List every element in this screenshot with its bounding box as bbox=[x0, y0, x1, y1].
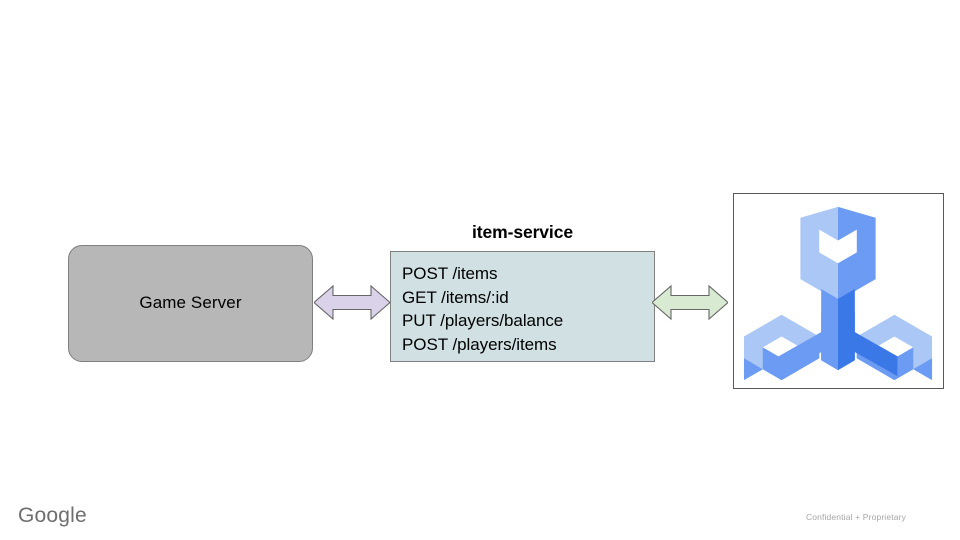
item-service-node[interactable]: POST /items GET /items/:id PUT /players/… bbox=[390, 251, 655, 362]
endpoint-row: POST /players/items bbox=[402, 334, 557, 354]
item-service-title: item-service bbox=[472, 222, 573, 242]
double-headed-arrow-icon bbox=[314, 284, 390, 321]
confidential-proprietary-note: Confidential + Proprietary bbox=[805, 512, 906, 522]
tool-image-frame bbox=[733, 193, 944, 389]
game-server-label: Game Server bbox=[139, 293, 242, 313]
game-server-node[interactable]: Game Server bbox=[68, 245, 313, 362]
google-wordmark: Google bbox=[18, 504, 87, 527]
connector-item-service-to-tool-image[interactable] bbox=[652, 280, 728, 325]
double-headed-arrow-icon bbox=[652, 284, 728, 321]
connector-game-server-to-item-service[interactable] bbox=[314, 280, 390, 325]
endpoint-row: PUT /players/balance bbox=[402, 311, 564, 330]
endpoint-row: GET /items/:id bbox=[402, 287, 509, 307]
endpoint-row: POST /items bbox=[402, 264, 498, 283]
isometric-three-pronged-wrench-icon bbox=[743, 206, 933, 381]
